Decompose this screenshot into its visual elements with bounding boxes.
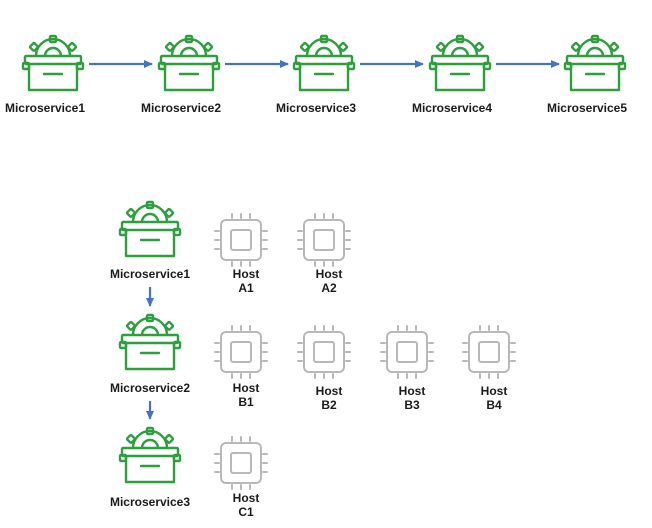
deployment-service-label: Microservice1 [109,267,191,281]
host-icon [462,325,516,379]
host-label-id: B2 [321,398,337,412]
host-label-id: B4 [486,398,502,412]
host-label-id: A2 [321,281,337,295]
deployment-section [118,200,516,490]
host-label-word: Host [232,267,260,281]
host-label: Host C1 [216,491,276,519]
pipeline-service-label: Microservice4 [411,101,493,115]
host-icon [297,213,351,267]
pipeline-service-label: Microservice3 [275,101,357,115]
deployment-service-label: Microservice3 [109,495,191,509]
host-label: Host B3 [382,384,442,412]
microservice-icon [118,426,182,484]
host-label-id: A1 [238,281,254,295]
host-label-word: Host [480,384,508,398]
microservice-icon [428,34,492,92]
host-icon [214,325,268,379]
pipeline-service-label: Microservice1 [4,101,86,115]
microservice-icon [563,34,627,92]
host-label: Host B4 [464,384,524,412]
microservice-icon [157,34,221,92]
pipeline-service-label: Microservice2 [140,101,222,115]
deployment-service-label: Microservice2 [109,381,191,395]
host-icon [380,325,434,379]
microservice-icon [21,34,85,92]
host-label: Host B2 [299,384,359,412]
host-label-word: Host [232,491,260,505]
host-icon [214,213,268,267]
host-label-word: Host [315,267,343,281]
microservice-icon [118,313,182,371]
host-label: Host B1 [216,381,276,409]
pipeline-row [21,34,627,92]
host-label-id: C1 [238,505,254,519]
host-label-word: Host [398,384,426,398]
host-icon [214,436,268,490]
microservice-icon [118,200,182,258]
host-label-word: Host [232,381,260,395]
host-icon [297,325,351,379]
pipeline-service-label: Microservice5 [546,101,628,115]
host-label: Host A2 [299,267,359,295]
host-label-id: B1 [238,395,254,409]
host-label: Host A1 [216,267,276,295]
host-label-id: B3 [404,398,420,412]
host-label-word: Host [315,384,343,398]
microservice-icon [292,34,356,92]
